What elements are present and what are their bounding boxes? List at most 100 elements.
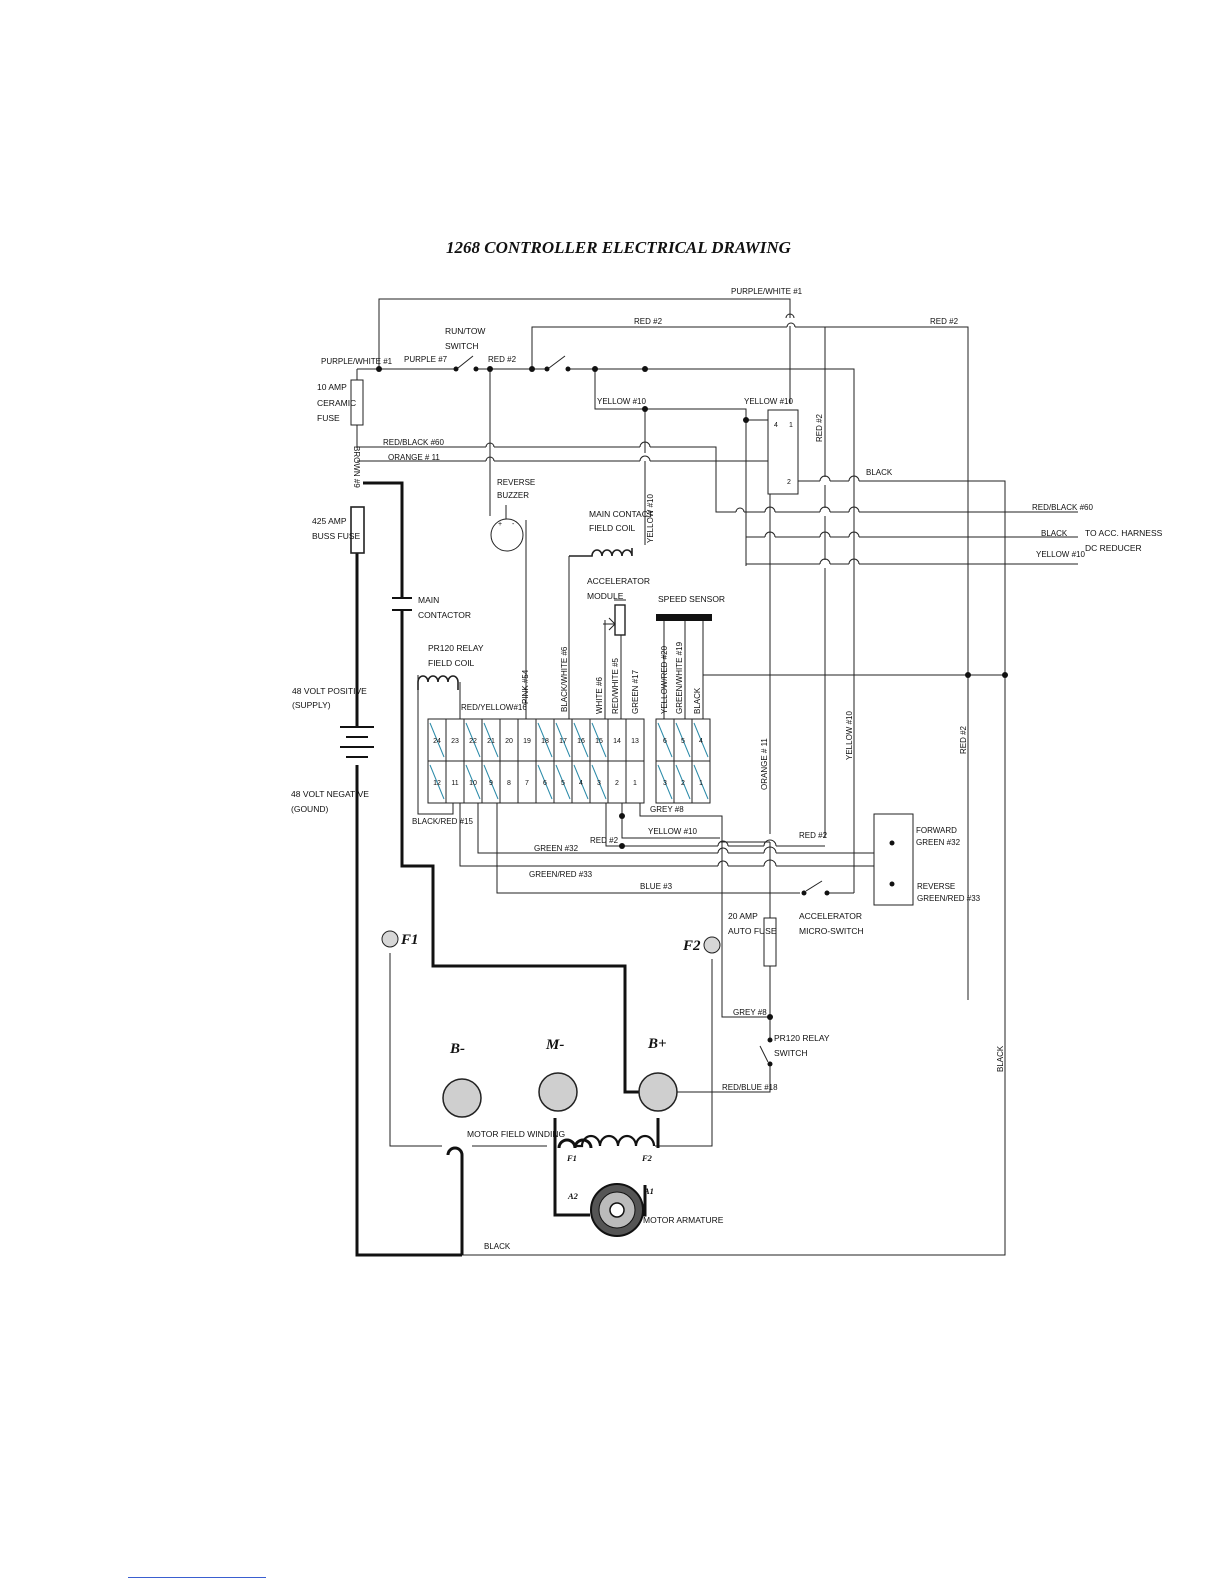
connector-main-cell-mark — [555, 722, 571, 758]
connector-small-cell-mark — [693, 764, 709, 800]
label-orange11: ORANGE # 11 — [388, 453, 440, 462]
label-b-minus: B- — [449, 1041, 465, 1057]
connector-small-cell — [691, 760, 711, 804]
connector-main-pin-label: 18 — [541, 738, 549, 745]
label-auto-fuse-1: 20 AMP — [728, 911, 758, 921]
connector-main-pin-label: 10 — [469, 780, 477, 787]
label-black-white6-a: BLACK/WHITE #6 — [560, 646, 569, 712]
relay-box — [767, 409, 799, 495]
terminal-f1 — [381, 930, 399, 948]
svg-text:-: - — [512, 521, 515, 528]
label-fuse10-2: CERAMIC — [317, 398, 356, 408]
terminal-b-plus — [638, 1072, 678, 1112]
label-forward-1: FORWARD — [916, 826, 957, 835]
label-relay-2: 2 — [787, 479, 791, 486]
label-run-tow-1: RUN/TOW — [445, 326, 485, 336]
label-green32: GREEN #32 — [534, 844, 579, 853]
label-main-contactor-1: MAIN — [418, 595, 439, 605]
motor-field-winding-coil — [575, 1134, 656, 1148]
terminal-b-minus — [442, 1078, 482, 1118]
label-yellow-red20: YELLOW/RED #20 — [660, 645, 669, 714]
connector-small-pin-label: 1 — [699, 780, 703, 787]
junction-dots — [376, 366, 1008, 1020]
label-motor-field: MOTOR FIELD WINDING — [467, 1129, 565, 1139]
pr120-relay-coil — [417, 675, 459, 690]
label-black-bottom: BLACK — [484, 1242, 511, 1251]
label-yellow10-b: YELLOW #10 — [744, 397, 793, 406]
label-fuse10-3: FUSE — [317, 413, 340, 423]
label-reverse-buzzer-1: REVERSE — [497, 478, 535, 487]
label-red-yellow16: RED/YELLOW#16 — [461, 703, 527, 712]
label-purple-white-top: PURPLE/WHITE #1 — [731, 287, 803, 296]
label-yellow10-a: YELLOW #10 — [597, 397, 646, 406]
connector-main-pin-label: 8 — [507, 780, 511, 787]
label-b-plus: B+ — [647, 1036, 667, 1052]
connector-main-cell-mark — [537, 722, 553, 758]
label-micro-sw-2: MICRO-SWITCH — [799, 926, 864, 936]
connector-small-pin-label: 5 — [681, 738, 685, 745]
label-green17: GREEN #17 — [631, 669, 640, 714]
label-main-contact-fc-2: FIELD COIL — [589, 523, 636, 533]
label-f1: F1 — [400, 932, 419, 948]
connector-main-cell — [625, 760, 645, 804]
label-red2-vert2: RED #2 — [959, 725, 968, 754]
connector-main-cell-mark — [429, 764, 445, 800]
connector-main-pin-label: 2 — [615, 780, 619, 787]
label-pr120-fc-2: FIELD COIL — [428, 658, 475, 668]
connector-main-pin-label: 7 — [525, 780, 529, 787]
main-contact-coil — [569, 548, 633, 557]
label-f2-small: F2 — [641, 1153, 653, 1163]
main-contactor-symbol — [392, 597, 412, 611]
label-motor-arm: MOTOR ARMATURE — [643, 1215, 724, 1225]
label-black-red15: BLACK/RED #15 — [412, 817, 473, 826]
battery-symbol — [340, 726, 374, 758]
label-red2-d: RED #2 — [590, 836, 619, 845]
connector-small-cell-mark — [693, 722, 709, 758]
label-a2: A2 — [567, 1191, 579, 1201]
label-black-ss: BLACK — [693, 687, 702, 714]
label-forward-2: GREEN #32 — [916, 838, 961, 847]
label-m-minus: M- — [545, 1037, 564, 1053]
connector-small-cell-mark — [675, 764, 691, 800]
label-purple-white-left: PURPLE/WHITE #1 — [321, 357, 393, 366]
forward-reverse-switch — [873, 813, 914, 906]
label-main-contact-fc-1: MAIN CONTACT — [589, 509, 653, 519]
connector-main-cell-mark — [465, 764, 481, 800]
connector-main-cell-mark — [591, 722, 607, 758]
label-red-white5: RED/WHITE #5 — [611, 657, 620, 714]
connector-small-cell-mark — [657, 764, 673, 800]
label-red2-vert: RED #2 — [815, 413, 824, 442]
label-auto-fuse-2: AUTO FUSE — [728, 926, 777, 936]
connector-main-pin-label: 3 — [597, 780, 601, 787]
label-yellow10-right: YELLOW #10 — [1036, 550, 1085, 559]
connector-main-pin-label: 15 — [595, 738, 603, 745]
connector-main-pin-label: 24 — [433, 738, 441, 745]
footer-rule — [128, 1577, 266, 1578]
label-red-black60-right: RED/BLACK #60 — [1032, 503, 1093, 512]
label-pr120-sw-1: PR120 RELAY — [774, 1033, 830, 1043]
connector-small-cell-mark — [657, 722, 673, 758]
label-main-contactor-2: CONTACTOR — [418, 610, 471, 620]
connector-main-pin-label: 19 — [523, 738, 531, 745]
label-white6: WHITE #6 — [595, 677, 604, 714]
connector-main-pin-label: 17 — [559, 738, 567, 745]
connector-main-cell-mark — [573, 764, 589, 800]
label-f1-small: F1 — [566, 1153, 577, 1163]
accelerator-micro-switch — [801, 880, 830, 896]
connector-main-pin-label: 13 — [631, 738, 639, 745]
connector-main-cell-mark — [555, 764, 571, 800]
label-neg-1: 48 VOLT NEGATIVE — [291, 789, 369, 799]
label-red2-a: RED #2 — [634, 317, 663, 326]
label-yellow10-vert2: YELLOW #10 — [845, 711, 854, 760]
buss-fuse-425amp — [350, 506, 365, 554]
label-red-blue18: RED/BLUE #18 — [722, 1083, 778, 1092]
label-a1: A1 — [643, 1186, 654, 1196]
connector-main-pin-label: 11 — [451, 780, 458, 787]
connector-main-pin-label: 5 — [561, 780, 565, 787]
label-pr120-sw-2: SWITCH — [774, 1048, 808, 1058]
run-tow-switch — [453, 355, 479, 372]
label-blue3: BLUE #3 — [640, 882, 673, 891]
label-pr120-fc-1: PR120 RELAY — [428, 643, 484, 653]
